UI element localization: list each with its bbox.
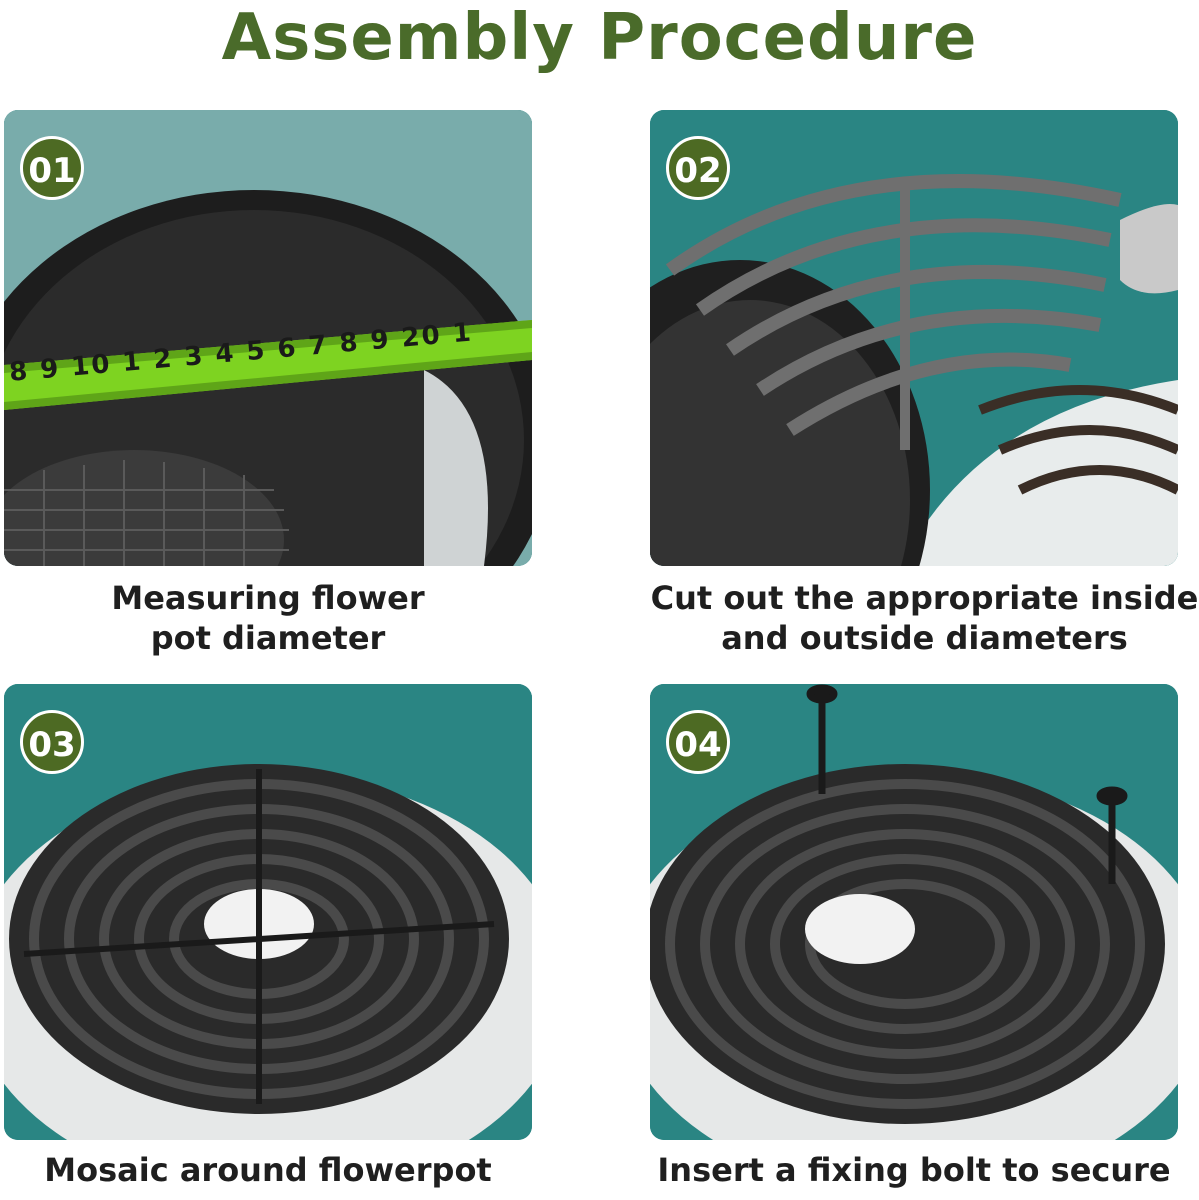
step-3-photo: 03 bbox=[4, 684, 532, 1140]
step-1-badge: 01 bbox=[20, 136, 84, 200]
step-2-photo: 02 bbox=[650, 110, 1178, 566]
step-1-caption: Measuring flower pot diameter bbox=[111, 579, 425, 657]
step-2-caption: Cut out the appropriate inside and outsi… bbox=[650, 579, 1199, 657]
page-title: Assembly Procedure bbox=[221, 1, 978, 75]
step-4-badge: 04 bbox=[666, 710, 730, 774]
cutting-ring-illustration bbox=[650, 110, 1178, 566]
assembled-ring-illustration bbox=[4, 684, 532, 1140]
step-1-photo: 8 9 10 1 2 3 4 5 6 7 8 9 20 1 01 bbox=[4, 110, 532, 566]
bolt-insert-illustration bbox=[650, 684, 1178, 1140]
step-3-caption: Mosaic around flowerpot bbox=[44, 1151, 492, 1189]
step-3-badge: 03 bbox=[20, 710, 84, 774]
measuring-pot-illustration bbox=[4, 110, 532, 566]
step-2-badge: 02 bbox=[666, 136, 730, 200]
step-4-photo: 04 bbox=[650, 684, 1178, 1140]
step-4-caption: Insert a fixing bolt to secure bbox=[657, 1151, 1171, 1189]
